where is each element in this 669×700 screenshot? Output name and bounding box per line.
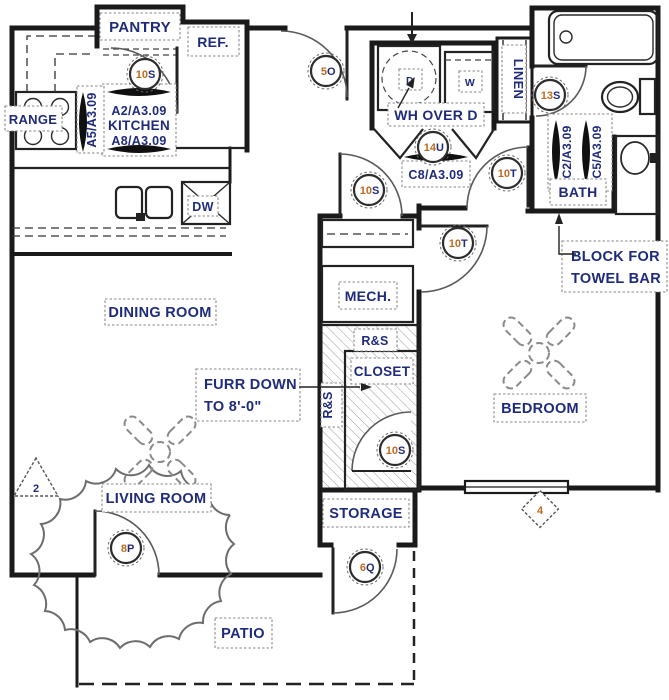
svg-text:5: 5 [321, 66, 327, 78]
coat-closet [320, 218, 415, 249]
door-tag-pantry: 10 S [126, 55, 164, 93]
kitchen-fixtures [12, 35, 232, 237]
annotation-furr-down-2: TO 8'-0" [204, 399, 262, 415]
bathtub-icon [547, 9, 660, 66]
svg-text:8: 8 [121, 543, 127, 555]
section-cut-icon [582, 120, 590, 184]
svg-text:13: 13 [541, 90, 553, 102]
label-rod-and-shelf: R&S [361, 334, 388, 348]
svg-text:S: S [148, 69, 155, 81]
room-label-bath: BATH [558, 184, 597, 200]
svg-text:Q: Q [366, 562, 375, 574]
triangle-tag-icon [12, 456, 60, 497]
svg-text:4: 4 [537, 505, 544, 517]
svg-text:S: S [553, 90, 560, 102]
faucet-icon [136, 213, 145, 221]
svg-text:2: 2 [33, 483, 39, 495]
label-rod-and-shelf-vertical: R&S [321, 391, 335, 418]
doors [93, 29, 588, 615]
bedroom-window [463, 479, 570, 495]
svg-text:14: 14 [424, 142, 437, 154]
door-tag-storage: 6 Q [346, 548, 384, 586]
room-label-bedroom: BEDROOM [501, 401, 579, 417]
door-tag-patio: 8 P [107, 529, 145, 567]
section-marker-a2: A2/A3.09 [111, 104, 166, 118]
svg-text:S: S [372, 185, 379, 197]
bifold-door-icon [373, 128, 424, 160]
svg-text:O: O [327, 66, 336, 78]
room-label-dining: DINING ROOM [108, 305, 211, 321]
section-marker-c5: C5/A3.09 [590, 125, 604, 178]
room-label-range: RANGE [9, 112, 57, 127]
bath-fixtures [547, 9, 660, 216]
annotation-block-towel-2: TOWEL BAR [571, 271, 661, 287]
door-tag-entry: 5 O [307, 52, 345, 90]
revision-cloud [28, 462, 236, 650]
walls [9, 4, 661, 688]
section-marker-a5: A5/A3.09 [85, 92, 99, 147]
annotation-furr-down-1: FURR DOWN [204, 377, 297, 393]
kitchen-sink-icon [114, 185, 144, 220]
svg-text:P: P [127, 543, 134, 555]
room-label-ref: REF. [197, 34, 229, 50]
room-label-living: LIVING ROOM [106, 491, 207, 507]
mech-room [320, 264, 415, 324]
ceiling-fan-icon [120, 412, 200, 492]
svg-text:10: 10 [136, 69, 148, 81]
door-tag-closet: 10 S [376, 431, 414, 469]
section-cut-icon [107, 145, 171, 153]
svg-text:T: T [461, 238, 468, 250]
room-label-kitchen: KITCHEN [108, 118, 170, 133]
window-tag-bedroom: 4 [520, 489, 560, 529]
svg-text:10: 10 [449, 238, 461, 250]
toilet-icon [600, 80, 640, 114]
section-cut-icon [107, 88, 171, 96]
door-tag-bedroom: 10 T [439, 224, 477, 262]
section-cut-icons [76, 83, 613, 192]
room-label-closet: CLOSET [354, 364, 411, 379]
leader-arrowhead [361, 383, 372, 391]
window-tag-living: 2 [12, 456, 60, 497]
room-label-storage: STORAGE [329, 506, 403, 522]
dishwasher-icon [180, 180, 232, 226]
door-tag-hall-bath: 10 T [488, 154, 526, 192]
diamond-tag-icon [520, 489, 560, 529]
door-tag-bath: 13 S [531, 76, 569, 114]
door-tag-laundry: 14 U [414, 128, 452, 166]
svg-text:10: 10 [360, 185, 372, 197]
label-dryer: D [406, 75, 414, 87]
svg-text:U: U [436, 142, 444, 154]
svg-text:T: T [510, 168, 517, 180]
bath-sink-icon [620, 141, 650, 175]
room-labels: PANTRY REF. A2/A3.09 KITCHEN A8/A3.09 A5… [4, 12, 668, 649]
leader-arrowhead [406, 76, 415, 89]
section-marker-c8: C8/A3.09 [408, 168, 463, 182]
section-marker-c2: C2/A3.09 [560, 125, 574, 178]
svg-text:6: 6 [360, 562, 366, 574]
vanity-icon [614, 134, 660, 216]
label-washer: W [465, 77, 475, 89]
door-tag-hall: 10 S [350, 171, 388, 209]
svg-text:10: 10 [498, 168, 510, 180]
section-marker-a8: A8/A3.09 [111, 134, 166, 148]
section-cut-icon [552, 120, 560, 184]
svg-text:10: 10 [386, 445, 398, 457]
room-label-dw: DW [192, 200, 213, 214]
annotation-block-towel-1: BLOCK FOR [571, 249, 660, 265]
door-tags: 10 S 5 O 14 U 13 S 10 T 10 S [107, 52, 569, 586]
room-label-linen: LINEN [511, 59, 526, 100]
section-cut-icon [79, 92, 87, 152]
label-wh-over-d: WH OVER D [394, 107, 478, 123]
leader-arrows [299, 76, 576, 391]
room-label-patio: PATIO [221, 626, 265, 642]
room-label-pantry: PANTRY [109, 19, 171, 36]
leader-arrowhead [555, 213, 563, 224]
ceiling-fan-icon [499, 313, 579, 393]
room-label-mech: MECH. [345, 288, 392, 304]
svg-text:S: S [398, 445, 405, 457]
